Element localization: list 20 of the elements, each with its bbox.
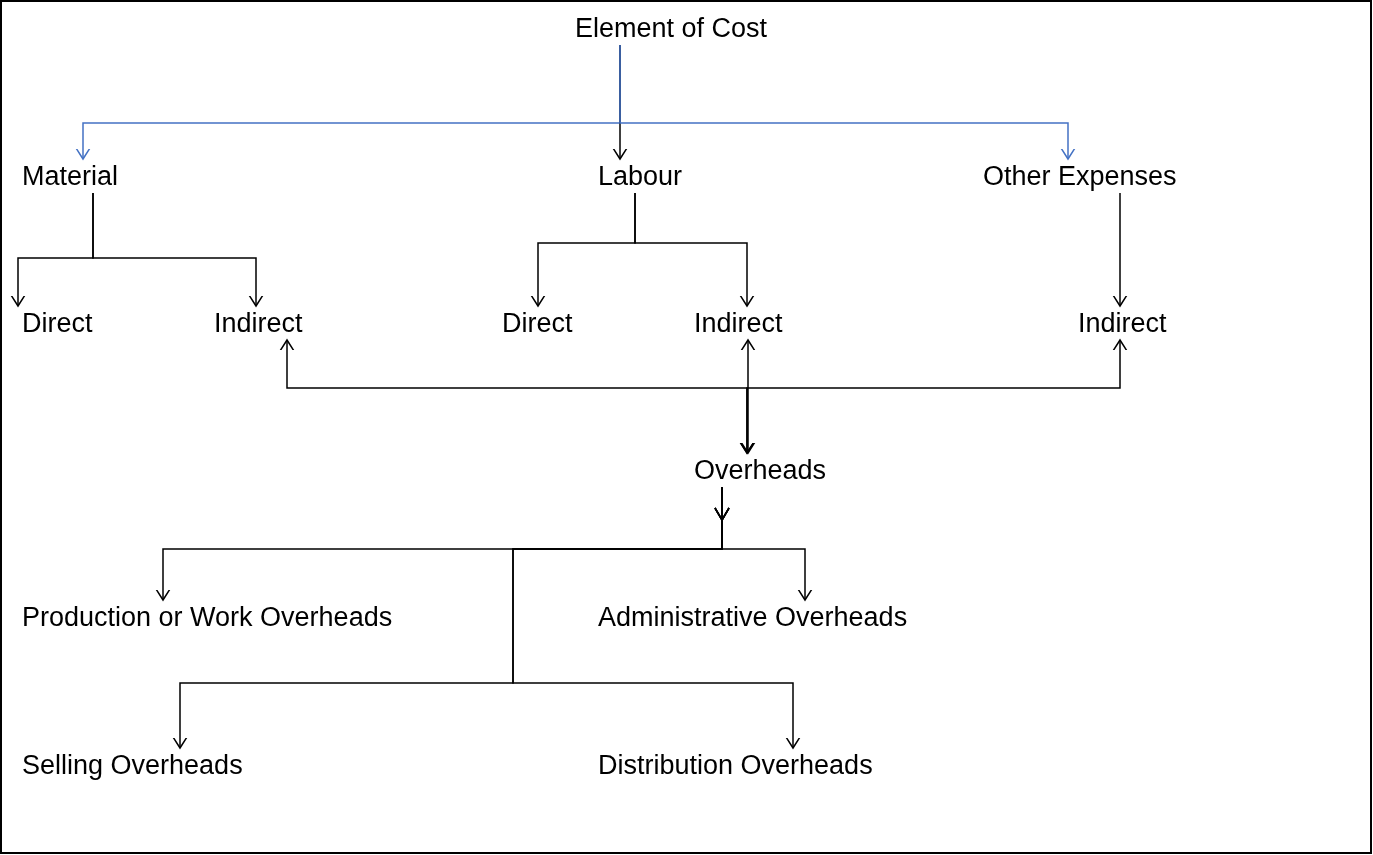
arrow: [634, 192, 755, 307]
node-label: Indirect: [214, 308, 303, 338]
arrow: [1112, 192, 1128, 307]
arrow: [740, 339, 756, 454]
node-label: Labour: [598, 161, 683, 191]
node-label: Overheads: [694, 455, 827, 485]
node-label: Indirect: [1078, 308, 1167, 338]
arrow: [92, 192, 264, 307]
node-label: Production or Work Overheads: [22, 602, 393, 632]
node-label: Direct: [502, 308, 573, 338]
node-label: Distribution Overheads: [598, 750, 873, 780]
arrow: [619, 44, 1076, 160]
node-label: Element of Cost: [575, 13, 768, 43]
node-label: Selling Overheads: [22, 750, 243, 780]
node-label: Material: [22, 161, 119, 191]
node-label: Direct: [22, 308, 93, 338]
node-label: Other Expenses: [983, 161, 1177, 191]
node-label: Administrative Overheads: [598, 602, 908, 632]
arrow: [739, 339, 1128, 454]
node-label: Indirect: [694, 308, 783, 338]
